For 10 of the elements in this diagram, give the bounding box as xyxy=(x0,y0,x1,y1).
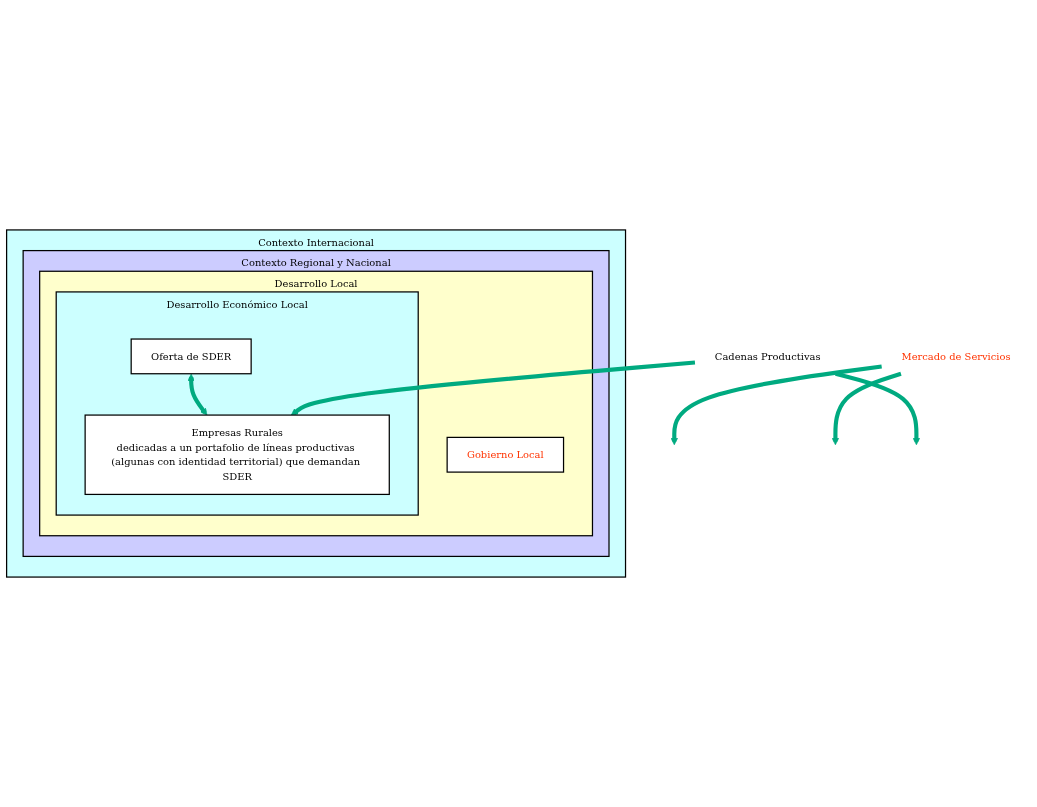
node-text: Cadenas Productivas xyxy=(714,350,821,363)
node-box: Empresas Rurales dedicadas a un portafolio de líneas productivas (algunas con identidad territorial) que demandan SDER xyxy=(84,414,390,496)
arrow xyxy=(831,371,902,446)
arrow xyxy=(835,371,921,446)
node-box: Oferta de SDER xyxy=(130,338,252,375)
arrow xyxy=(187,373,208,416)
arrow xyxy=(290,360,696,416)
node-text: Mercado de Servicios xyxy=(901,350,1011,363)
arrow xyxy=(670,364,882,446)
node-box: Gobierno Local xyxy=(446,436,565,473)
